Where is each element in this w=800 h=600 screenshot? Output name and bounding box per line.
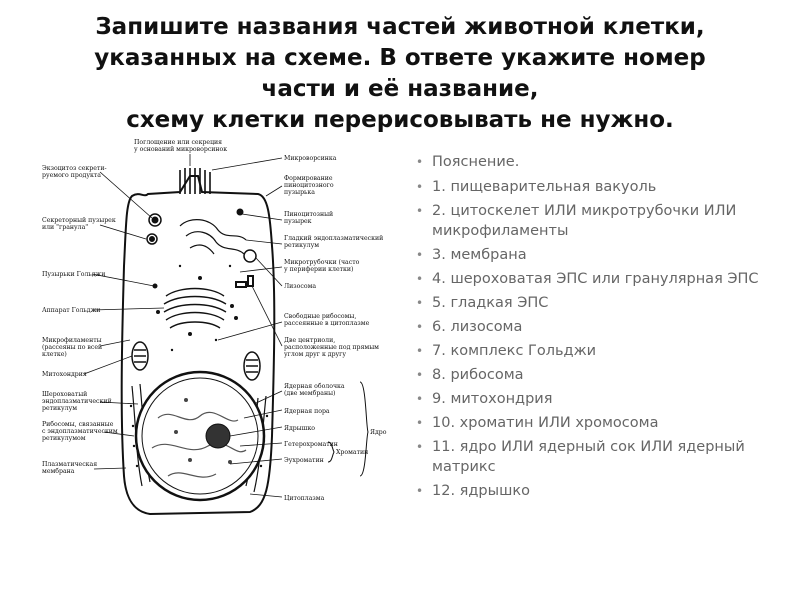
mitochondria [131, 341, 261, 381]
list-item: 1. пищеварительная вакуоль [414, 177, 794, 197]
list-item: 7. комплекс Гольджи [414, 341, 794, 361]
label-microvillus: Микроворсинка [284, 155, 337, 162]
label-centrioles: Две центриоли, [284, 337, 335, 344]
list-item: 12. ядрышко [414, 481, 794, 501]
label-ribosomes-er: Рибосомы, связанные [42, 421, 114, 428]
label-nuclear-pore: Ядерная пора [284, 408, 330, 415]
label-microfilaments: (рассеяны по всей [42, 344, 102, 351]
label-pinocytic-formation: пиноцитозного [284, 182, 334, 189]
list-item: 6. лизосома [414, 317, 794, 337]
label-cytoplasm: Цитоплазма [284, 495, 325, 502]
label-pinocytic-vesicle: пузырек [284, 218, 312, 225]
left-labels: Экзоцитоз секрети- руемого продукта Секр… [42, 165, 118, 475]
centrioles [235, 275, 254, 288]
nucleus [134, 370, 266, 502]
label-smooth-er: ретикулум [284, 242, 319, 249]
label-microtubules: Микротрубочки (часто [284, 259, 360, 266]
plasma-membrane-outline [120, 175, 276, 516]
label-pinocytic-formation: Формирование [284, 175, 333, 182]
label-centrioles: расположенные под прямым [284, 344, 379, 351]
explanation-heading: Пояснение. [414, 152, 794, 172]
label-plasma-membrane: Плазматическая [42, 461, 97, 468]
label-exocytosis: Экзоцитоз секрети- [42, 165, 107, 172]
label-rough-er: эндоплазматический [42, 398, 112, 405]
label-euchromatin: Эухроматин [284, 457, 324, 464]
title-line: Запишите названия частей животной клетки… [95, 14, 705, 40]
label-heterochromatin: Гетерохроматин [284, 441, 338, 448]
right-labels: Микроворсинка Формирование пиноцитозного… [284, 155, 387, 502]
list-item: 4. шероховатая ЭПС или гранулярная ЭПС [414, 269, 794, 289]
label-rough-er: Шероховатый [42, 391, 87, 398]
label-golgi-vesicles: Пузырьки Гольджи [42, 271, 105, 278]
label-exocytosis: руемого продукта [42, 172, 101, 179]
label-free-ribosomes: рассеянные в цитоплазме [284, 320, 370, 327]
microvilli [179, 168, 211, 194]
list-item: 10. хроматин ИЛИ хромосома [414, 413, 794, 433]
secretory-vesicles [146, 208, 244, 245]
nucleolus [205, 423, 231, 449]
label-nucleolus: Ядрышко [284, 425, 315, 432]
label-microfilaments: клетке) [42, 351, 67, 358]
label-rough-er: ретикулум [42, 405, 77, 412]
list-item: 5. гладкая ЭПС [414, 293, 794, 313]
label-pinocytic-vesicle: Пиноцитозный [284, 211, 333, 218]
smooth-er [179, 219, 247, 255]
list-item: 3. мембрана [414, 245, 794, 265]
list-item: 9. митохондрия [414, 389, 794, 409]
label-ribosomes-er: ретикулумом [42, 435, 86, 442]
label-nucleus-group: Ядро [370, 429, 387, 436]
animal-cell-diagram: Экзоцитоз секрети- руемого продукта Секр… [40, 136, 392, 522]
label-nuclear-envelope: (две мембраны) [284, 390, 335, 397]
label-absorption-secretion: у оснований микроворсинок [134, 146, 227, 153]
list-item: 11. ядро ИЛИ ядерный сок ИЛИ ядерный мат… [414, 437, 794, 477]
label-microfilaments: Микрофиламенты [42, 337, 102, 344]
label-mitochondrion: Митохондрия [42, 371, 87, 378]
label-secretory-vesicle: или "гранула" [42, 224, 88, 231]
label-free-ribosomes: Свободные рибосомы, [284, 313, 356, 320]
title-line: схему клетки перерисовывать не нужно. [126, 107, 674, 133]
label-chromatin-group: Хроматин [336, 449, 368, 456]
label-absorption-secretion: Поглощение или секреция [134, 139, 222, 146]
slide-title: Запишите названия частей животной клетки… [0, 12, 800, 136]
label-microtubules: у периферии клетки) [284, 266, 353, 273]
label-pinocytic-formation: пузырька [284, 189, 315, 196]
golgi-vesicles [152, 276, 238, 336]
label-smooth-er: Гладкий эндоплазматический [284, 235, 383, 242]
list-item: 2. цитоскелет ИЛИ микротрубочки ИЛИ микр… [414, 201, 794, 241]
cell-diagram-svg: Экзоцитоз секрети- руемого продукта Секр… [42, 139, 387, 516]
lysosome [243, 249, 257, 263]
label-ribosomes-er: с эндоплазматическим [42, 428, 118, 435]
list-item: 8. рибосома [414, 365, 794, 385]
label-nuclear-envelope: Ядерная оболочка [284, 383, 345, 390]
label-secretory-vesicle: Секреторный пузырек [42, 217, 116, 224]
label-brackets [327, 381, 369, 477]
label-centrioles: углом друг к другу [284, 351, 346, 358]
title-line: указанных на схеме. В ответе укажите ном… [94, 45, 706, 71]
label-golgi-apparatus: Аппарат Гольджи [42, 307, 100, 314]
leader-lines [83, 154, 283, 498]
label-lysosome: Лизосома [284, 283, 316, 290]
explanation-list: Пояснение. 1. пищеварительная вакуоль 2.… [414, 152, 794, 505]
ribosomes [129, 264, 269, 468]
title-line: части и её название, [261, 76, 539, 102]
golgi-apparatus [163, 287, 227, 329]
label-plasma-membrane: мембрана [42, 468, 75, 475]
